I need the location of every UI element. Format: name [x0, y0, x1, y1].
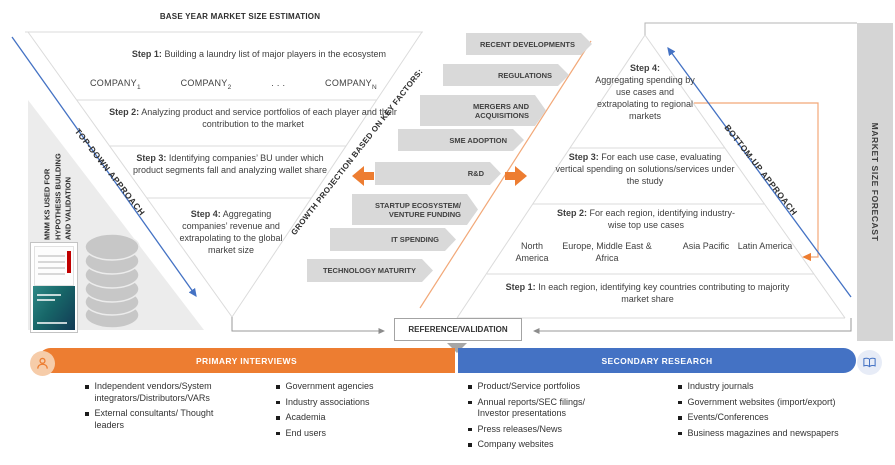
secondary-list-col1: Product/Service portfolios Annual report…	[468, 381, 633, 455]
factor-chevron-startup-ecosystem: STARTUP ECOSYSTEM/ VENTURE FUNDING	[352, 194, 478, 225]
company-2: COMPANY2	[180, 78, 232, 91]
bullet-square-icon	[85, 412, 89, 416]
report-thumbnail	[30, 242, 78, 333]
bullet-square-icon	[276, 416, 280, 420]
bullet-square-icon	[468, 400, 472, 405]
factor-chevron-technology-maturity: TECHNOLOGY MATURITY	[307, 259, 433, 282]
region-north-america: North America	[515, 241, 549, 263]
primary-list-col2: Government agencies Industry association…	[276, 381, 436, 443]
top-down-step-1: Step 1: Building a laundry list of major…	[131, 49, 387, 59]
bottom-up-step-3: Step 3: For each use case, evaluating ve…	[555, 152, 735, 186]
factor-left-arrow-icon	[352, 166, 374, 186]
factor-chevron-regulations: REGULATIONS	[443, 64, 569, 86]
company-row: COMPANY1 COMPANY2 . . . COMPANYN	[90, 78, 377, 91]
list-item: Events/Conferences	[678, 412, 878, 424]
factor-chevron-sme-adoption: SME ADOPTION	[398, 129, 524, 151]
list-item: End users	[276, 428, 436, 440]
primary-interviews-bar: PRIMARY INTERVIEWS	[38, 348, 455, 373]
bullet-square-icon	[85, 385, 89, 389]
region-asia-pacific: Asia Pacific	[682, 241, 730, 251]
coin-stack-icon	[84, 233, 140, 329]
list-item: Industry journals	[678, 381, 878, 393]
factor-chevron-mergers-acquisitions: MERGERS AND ACQUISITIONS	[420, 95, 546, 126]
bullet-square-icon	[468, 443, 472, 447]
bullet-square-icon	[468, 385, 472, 389]
market-size-forecast-bar: MARKET SIZE FORECAST	[857, 23, 893, 341]
bullet-square-icon	[678, 416, 682, 420]
person-icon	[30, 351, 55, 376]
thumbnail-red-bar	[67, 251, 71, 273]
regional-extrapolation-connector	[694, 102, 819, 262]
list-item: External consultants/ Thought leaders	[85, 408, 240, 431]
bullet-square-icon	[468, 427, 472, 432]
apex-forecast-connector	[644, 22, 857, 35]
list-item: Annual reports/SEC filings/ Investor pre…	[468, 397, 633, 420]
mnm-ks-side-note: MNM KS USED FOR HYPOTHESIS BUILDING AND …	[42, 153, 73, 240]
bullet-square-icon	[276, 385, 280, 389]
reference-down-pointer	[447, 343, 467, 353]
factor-chevron-it-spending: IT SPENDING	[330, 228, 456, 251]
list-item: Academia	[276, 412, 436, 424]
factor-chevron-rd: R&D	[375, 162, 501, 185]
bottom-up-arrow	[667, 46, 852, 298]
top-down-funnel-outline	[25, 31, 423, 318]
open-book-icon	[857, 350, 882, 375]
list-item: Press releases/News	[468, 424, 633, 436]
secondary-list-col2: Industry journals Government websites (i…	[678, 381, 878, 443]
bottom-up-step-4: Step 4: Aggregating spending by use case…	[595, 63, 695, 121]
top-down-arrow	[11, 36, 197, 298]
page-title: BASE YEAR MARKET SIZE ESTIMATION	[159, 12, 321, 21]
bottom-up-step-2: Step 2: For each region, identifying ind…	[556, 208, 736, 230]
left-reference-connector	[231, 317, 385, 334]
company-ellipsis: . . .	[271, 78, 286, 88]
bullet-square-icon	[678, 431, 682, 436]
bottom-up-step-1: Step 1: In each region, identifying key …	[505, 282, 790, 304]
thumbnail-page	[34, 246, 74, 286]
region-latin-america: Latin America	[737, 241, 793, 251]
right-reference-connector	[533, 318, 852, 334]
list-item: Company websites	[468, 439, 633, 451]
secondary-research-bar: SECONDARY RESEARCH	[458, 348, 856, 373]
list-item: Product/Service portfolios	[468, 381, 633, 393]
bullet-square-icon	[678, 385, 682, 389]
top-down-step-4: Step 4: Aggregating companies’ revenue a…	[179, 209, 283, 255]
reference-validation-box: REFERENCE/VALIDATION	[394, 318, 522, 341]
bullet-square-icon	[276, 400, 280, 405]
top-down-step-3: Step 3: Identifying companies’ BU under …	[132, 153, 328, 175]
company-n: COMPANYN	[325, 78, 377, 91]
list-item: Independent vendors/System integrators/D…	[85, 381, 240, 404]
top-down-step-2: Step 2: Analyzing product and service po…	[109, 107, 397, 129]
list-item: Industry associations	[276, 397, 436, 409]
company-1: COMPANY1	[90, 78, 141, 91]
region-emea: Europe, Middle East & Africa	[562, 241, 652, 263]
bullet-square-icon	[678, 400, 682, 405]
list-item: Business magazines and newspapers	[678, 428, 878, 440]
factor-chevron-recent-developments: RECENT DEVELOPMENTS	[466, 33, 592, 55]
primary-list-col1: Independent vendors/System integrators/D…	[85, 381, 240, 435]
thumbnail-cover	[33, 286, 75, 330]
bullet-square-icon	[276, 431, 280, 436]
list-item: Government websites (import/export)	[678, 397, 878, 409]
list-item: Government agencies	[276, 381, 436, 393]
factor-right-arrow-icon	[505, 166, 527, 186]
